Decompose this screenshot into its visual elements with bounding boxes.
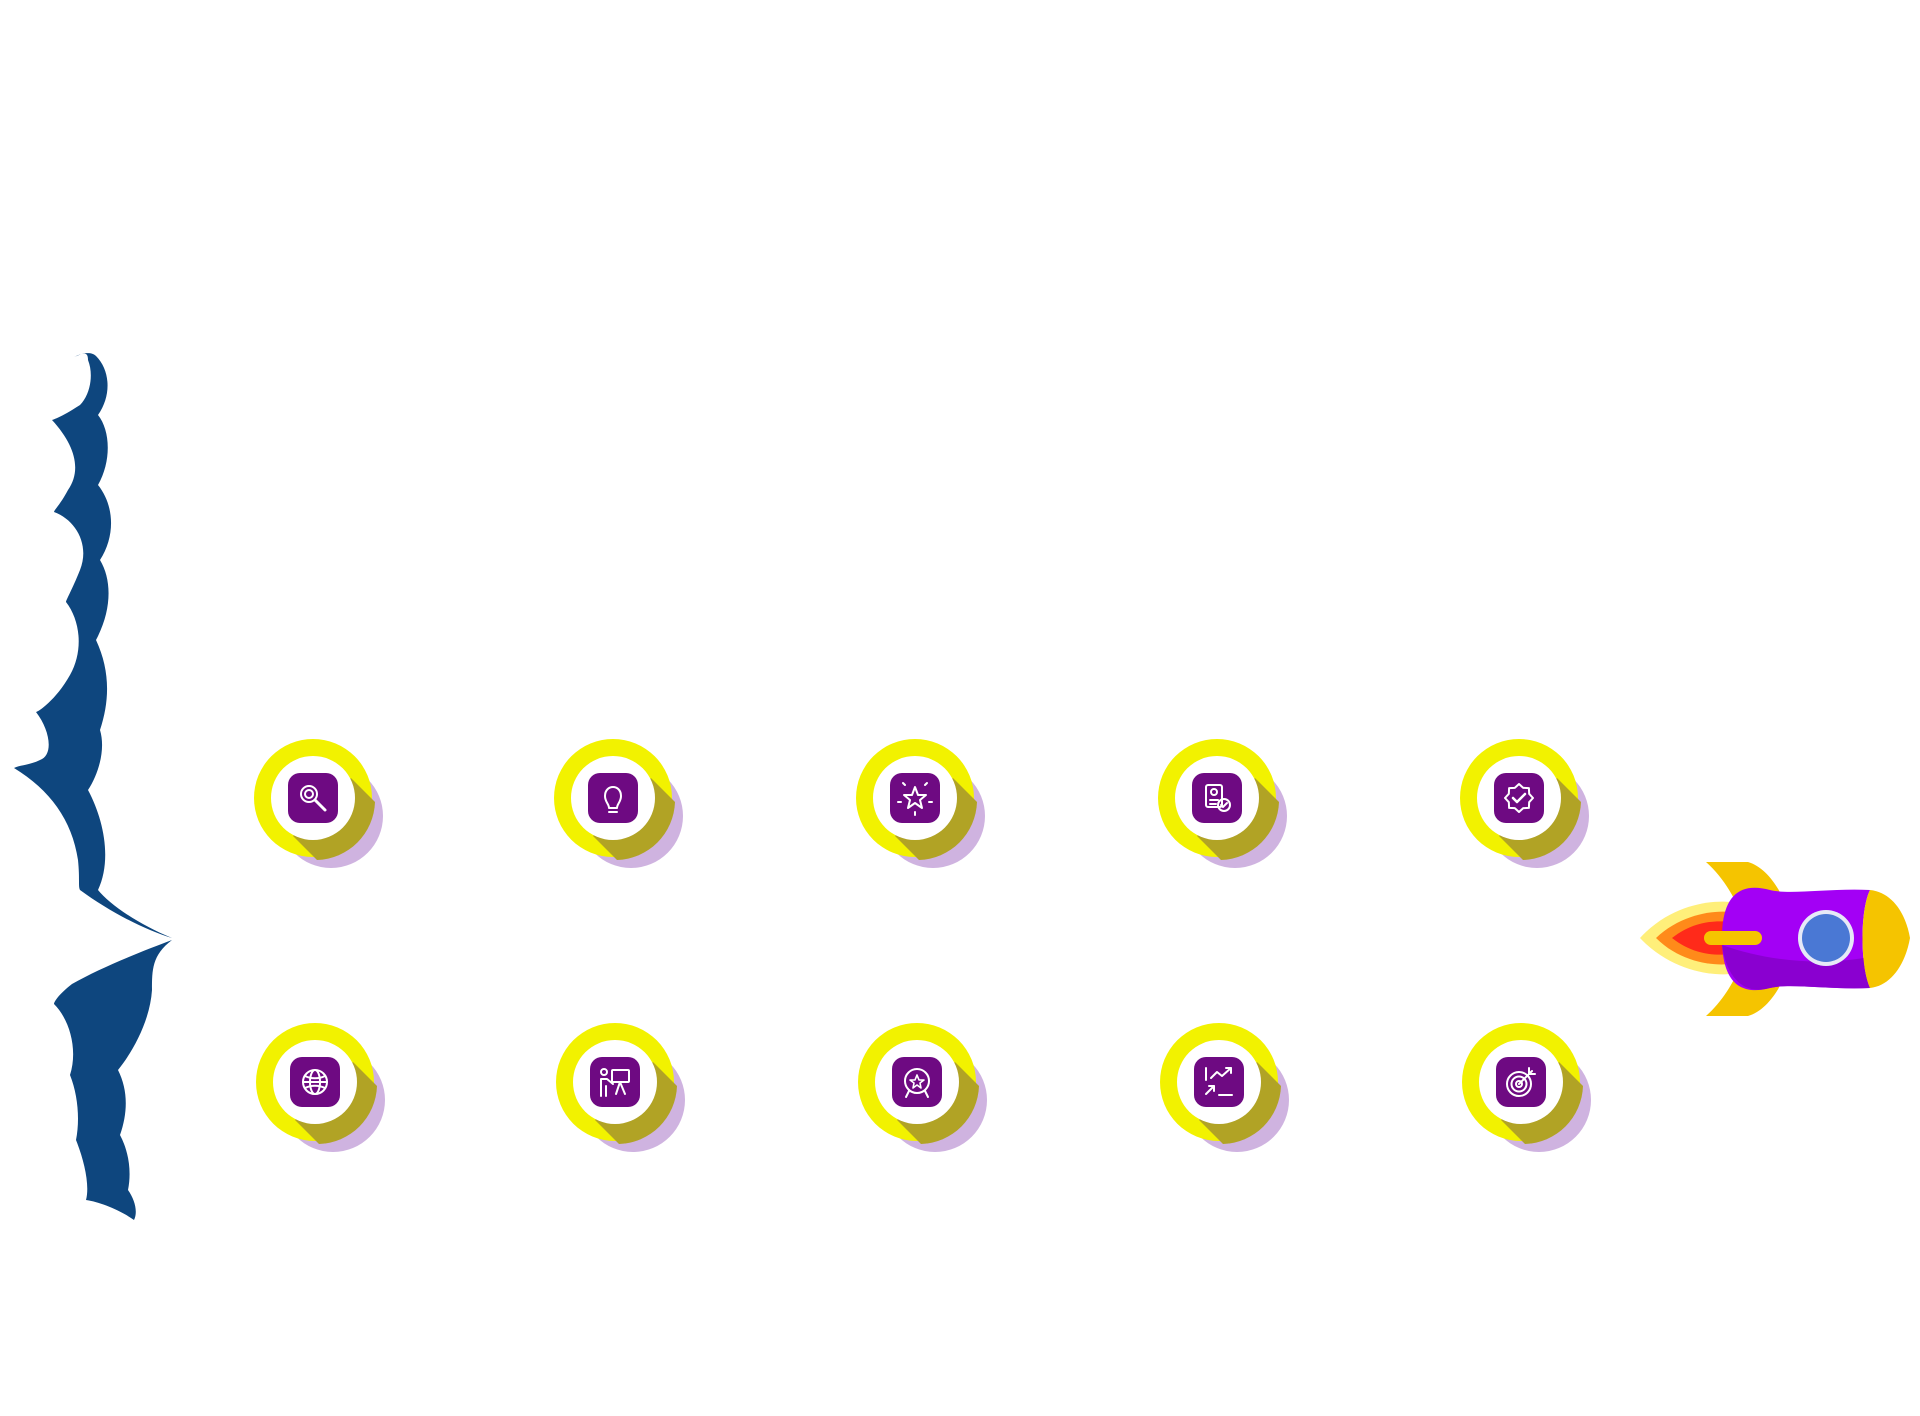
rocket-window	[1802, 914, 1850, 962]
presentation-icon	[600, 1068, 630, 1097]
icon-node	[556, 1023, 685, 1152]
icon-tile	[588, 773, 638, 823]
smoke-cloud-upper	[14, 353, 172, 938]
globe-icon	[302, 1069, 328, 1095]
icon-node	[254, 739, 383, 868]
icon-tile	[288, 773, 338, 823]
icon-node	[554, 739, 683, 868]
target-icon	[1506, 1067, 1536, 1097]
smoke-cloud	[14, 353, 172, 1220]
rocket-flame-inner	[1672, 921, 1730, 955]
icon-node	[1160, 1023, 1289, 1152]
icon-node	[858, 1023, 987, 1152]
star-sparkle-icon	[897, 782, 933, 816]
lightbulb-icon	[604, 786, 622, 813]
verified-badge-icon	[1504, 783, 1534, 813]
icon-node	[1462, 1023, 1591, 1152]
smoke-cloud-lower	[54, 940, 172, 1220]
icon-node	[856, 739, 985, 868]
icon-node	[1158, 739, 1287, 868]
icon-node	[256, 1023, 385, 1152]
rocket-body-shade	[1722, 945, 1870, 990]
icon-tile	[1194, 1057, 1244, 1107]
icon-tile	[1494, 773, 1544, 823]
icon-tile	[890, 773, 940, 823]
rocket-exhaust-bar	[1704, 931, 1762, 945]
resume-check-icon	[1205, 784, 1231, 812]
icon-tile	[1192, 773, 1242, 823]
rocket-nose	[1862, 890, 1910, 988]
icon-grid	[254, 739, 1591, 1152]
rocket	[1640, 862, 1910, 1016]
growth-chart-icon	[1205, 1067, 1233, 1096]
icon-tile	[892, 1057, 942, 1107]
icon-node	[1460, 739, 1589, 868]
magnifier-icon	[300, 785, 327, 812]
star-medal-icon	[904, 1068, 930, 1098]
